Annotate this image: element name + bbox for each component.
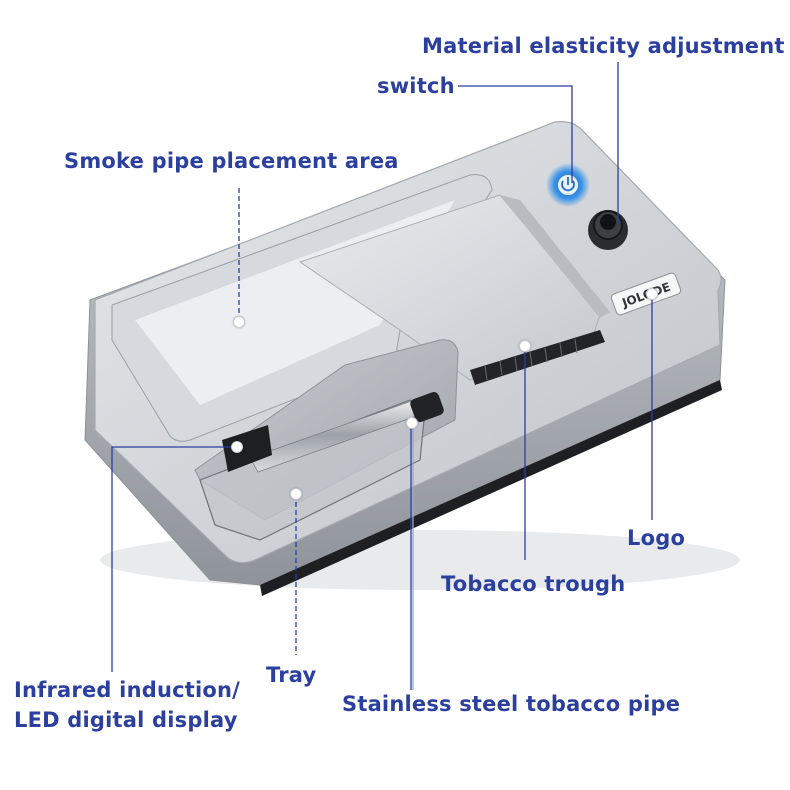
marker-dot-tray [290, 488, 302, 500]
marker-dot-logo [646, 288, 658, 300]
tobacco-trough-teeth [484, 338, 578, 381]
device-base-black-edge [260, 380, 722, 596]
label-smoke-pipe-placement-area: Smoke pipe placement area [64, 149, 399, 173]
marker-dot-pipe [406, 417, 418, 429]
label-tobacco-trough: Tobacco trough [441, 572, 626, 596]
label-infrared-line2: LED digital display [14, 708, 238, 732]
label-infrared-line1: Infrared induction/ [14, 678, 241, 702]
label-logo: Logo [627, 526, 686, 550]
leader-infrared [111, 446, 237, 672]
adjustment-knob-cap [600, 214, 616, 230]
marker-dot-placement-area [233, 316, 245, 328]
label-infrared-induction: Infrared induction/ LED digital display [14, 677, 240, 733]
label-material-elasticity-adjustment: Material elasticity adjustment [422, 34, 785, 58]
marker-dot-infrared [231, 441, 243, 453]
leader-switch [458, 85, 573, 183]
power-icon [561, 180, 575, 192]
leader-lines [111, 62, 653, 690]
infrared-led-bracket [222, 425, 272, 472]
pipe-knob [410, 392, 444, 422]
tray [199, 399, 426, 541]
label-switch: switch [377, 74, 455, 98]
tobacco-trough-slot [470, 330, 605, 385]
label-stainless-steel-tobacco-pipe: Stainless steel tobacco pipe [342, 692, 681, 716]
label-tray: Tray [266, 663, 317, 687]
tobacco-trough-wall [500, 195, 610, 318]
marker-dot-tobacco-trough [519, 340, 531, 352]
